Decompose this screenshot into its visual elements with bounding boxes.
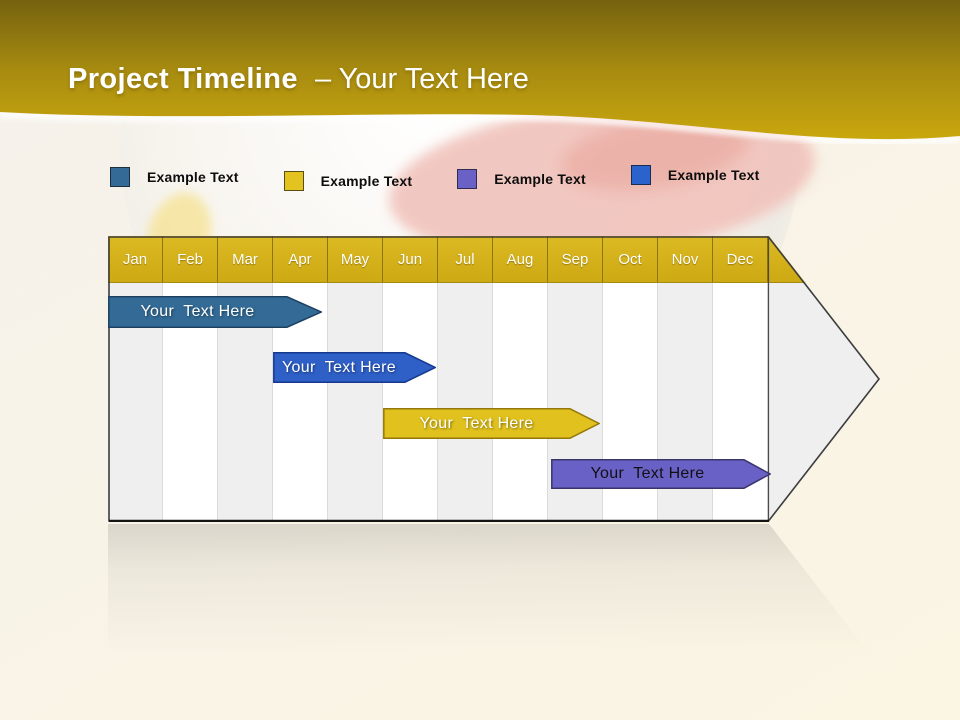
legend-label: Example Text [494, 171, 586, 187]
task-bar-4[interactable]: Your Text Here [551, 459, 771, 489]
month-cell-sep: Sep [548, 236, 603, 282]
column-stripe-aug [493, 283, 548, 522]
arrow-tip-area [768, 283, 880, 522]
legend-swatch-icon [283, 171, 304, 191]
column-stripe-jun [383, 283, 438, 522]
month-cell-apr: Apr [273, 236, 328, 282]
month-cell-nov: Nov [658, 236, 713, 282]
header-wave-band [0, 0, 960, 146]
month-cell-mar: Mar [218, 236, 273, 282]
legend-label: Example Text [147, 169, 239, 185]
title-main: Project Timeline [68, 63, 298, 95]
task-bar-3[interactable]: Your Text Here [383, 408, 600, 439]
month-cell-dec: Dec [713, 236, 768, 282]
task-bar-label: Your Text Here [140, 303, 255, 320]
month-cell-jun: Jun [383, 236, 438, 282]
legend-swatch-icon [110, 167, 130, 187]
task-bar-2[interactable]: Your Text Here [273, 352, 436, 383]
legend-item-1[interactable]: Example Text [110, 167, 239, 187]
month-cell-may: May [328, 236, 383, 282]
column-stripe-jul [438, 283, 493, 522]
task-bar-1[interactable]: Your Text Here [108, 296, 322, 328]
month-cell-oct: Oct [603, 236, 658, 282]
month-cell-feb: Feb [163, 236, 218, 282]
legend-swatch-icon [630, 165, 651, 185]
task-bar-label: Your Text Here [419, 414, 534, 432]
timeline-reflection [108, 524, 880, 720]
legend-item-2[interactable]: Example Text [283, 171, 413, 191]
legend-item-4[interactable]: Example Text [630, 165, 760, 185]
month-cell-aug: Aug [493, 236, 548, 282]
legend-item-3[interactable]: Example Text [457, 169, 586, 189]
column-stripe-may [328, 283, 383, 522]
task-bar-label: Your Text Here [282, 358, 396, 376]
legend-label: Example Text [667, 167, 760, 183]
legend: Example Text Example Text Example Text Exam… [110, 165, 760, 191]
legend-label: Example Text [320, 173, 413, 189]
month-cell-jan: Jan [108, 236, 163, 282]
title-placeholder: – Your Text Here [314, 63, 529, 95]
page-title[interactable]: Project Timeline – Your Text Here [68, 62, 529, 96]
month-cell-jul: Jul [438, 236, 493, 282]
legend-swatch-icon [457, 169, 478, 189]
task-bar-label: Your Text Here [590, 465, 705, 482]
